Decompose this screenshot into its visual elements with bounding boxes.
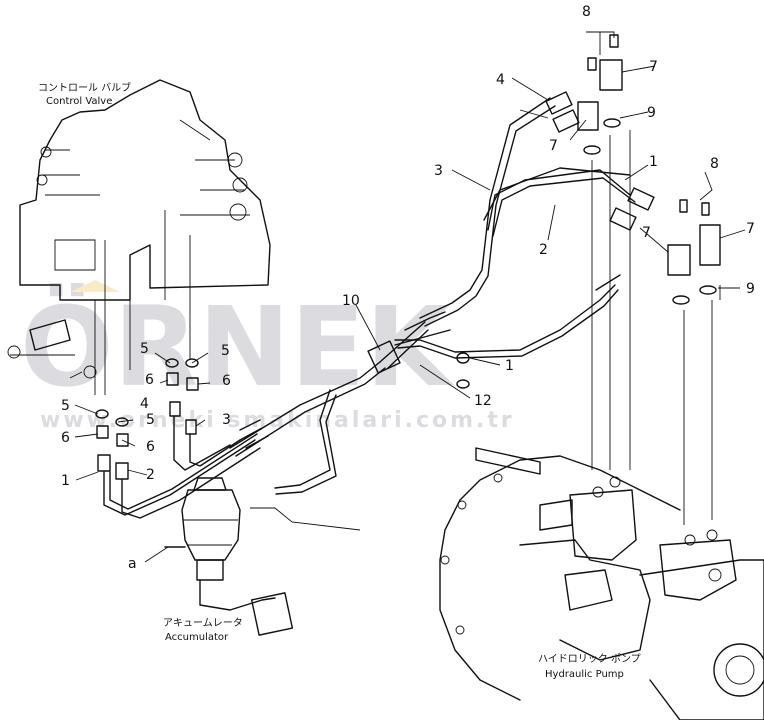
callout-label: 6 [146, 439, 155, 455]
watermark-brand: ÖRNEK [20, 282, 454, 411]
callout-label: 3 [222, 412, 231, 428]
callout-label: 4 [140, 396, 149, 412]
callout-label: 5 [140, 341, 149, 357]
callout-label: 5 [61, 398, 70, 414]
callout-label: 6 [61, 430, 70, 446]
callout-label: 8 [582, 4, 591, 20]
callout-label: 9 [746, 281, 755, 297]
hydraulic-pump-caption-jp: ハイドロリック ポンプ [538, 653, 641, 665]
leader-lines [74, 65, 746, 563]
callout-label: 9 [647, 105, 656, 121]
control-valve-caption-en: Control Valve [46, 96, 112, 107]
upper-right-fittings [456, 31, 721, 525]
callout-label: 1 [61, 473, 70, 489]
callout-label: 1 [505, 358, 514, 374]
hose-bundle [103, 97, 636, 519]
hydraulic-pump [439, 447, 764, 720]
callouts: 8 7 4 7 9 3 1 8 7 2 7 9 10 5 5 6 6 5 5 4… [61, 4, 755, 572]
callout-label: 12 [474, 393, 492, 409]
hydraulic-pump-caption-en: Hydraulic Pump [545, 669, 624, 680]
callout-label: 7 [642, 225, 651, 241]
callout-label: 7 [746, 221, 755, 237]
watermark: ÖRNEK www.orneki smakinalari.com.tr [20, 280, 512, 433]
watermark-accent [70, 280, 120, 292]
callout-label: 3 [434, 163, 443, 179]
callout-label: 2 [146, 467, 155, 483]
control-valve-caption-jp: コントロール バルブ [38, 81, 131, 94]
callout-label: a [128, 556, 137, 572]
captions: コントロール バルブ Control Valve アキュームレータ Accumu… [38, 81, 641, 680]
accumulator-caption-en: Accumulator [165, 632, 229, 643]
control-valve [7, 79, 271, 395]
callout-label: 5 [146, 412, 155, 428]
callout-label: 5 [221, 343, 230, 359]
callout-label: 8 [710, 156, 719, 172]
hose-clamp [367, 340, 401, 374]
callout-label: 2 [539, 242, 548, 258]
callout-label: 1 [649, 154, 658, 170]
accumulator-caption-jp: アキュームレータ [163, 617, 243, 629]
callout-label: 10 [342, 293, 360, 309]
callout-label: 7 [549, 138, 558, 154]
callout-label: 6 [222, 373, 231, 389]
accumulator [164, 477, 361, 636]
callout-label: 4 [496, 72, 505, 88]
callout-label: 7 [649, 59, 658, 75]
left-fittings [95, 358, 199, 480]
callout-label: 6 [145, 372, 154, 388]
